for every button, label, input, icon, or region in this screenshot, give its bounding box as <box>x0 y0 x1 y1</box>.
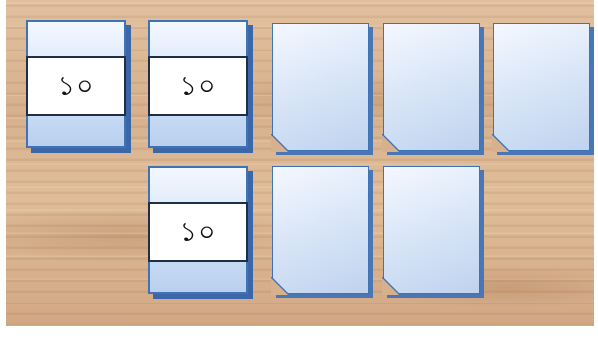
number-card-3-label-panel: ১০ <box>148 202 248 262</box>
blank-card-2[interactable] <box>383 23 480 151</box>
wood-background: ১০ ১০ ১০ <box>6 0 594 326</box>
folded-corner-icon <box>492 134 510 152</box>
number-card-3[interactable]: ১০ <box>148 166 248 294</box>
folded-corner-icon <box>271 277 289 295</box>
blank-card-5[interactable] <box>383 166 480 294</box>
number-card-2-label-panel: ১০ <box>148 56 248 116</box>
number-card-1-label-panel: ১০ <box>26 56 126 116</box>
blank-card-4[interactable] <box>272 166 369 294</box>
number-card-3-label: ১০ <box>179 219 216 246</box>
number-card-1-label: ১০ <box>57 73 94 100</box>
number-card-1[interactable]: ১০ <box>26 20 126 148</box>
blank-card-3[interactable] <box>493 23 590 151</box>
folded-corner-icon <box>382 277 400 295</box>
number-card-2[interactable]: ১০ <box>148 20 248 148</box>
blank-card-1[interactable] <box>272 23 369 151</box>
folded-corner-icon <box>271 134 289 152</box>
number-card-2-label: ১০ <box>179 73 216 100</box>
folded-corner-icon <box>382 134 400 152</box>
